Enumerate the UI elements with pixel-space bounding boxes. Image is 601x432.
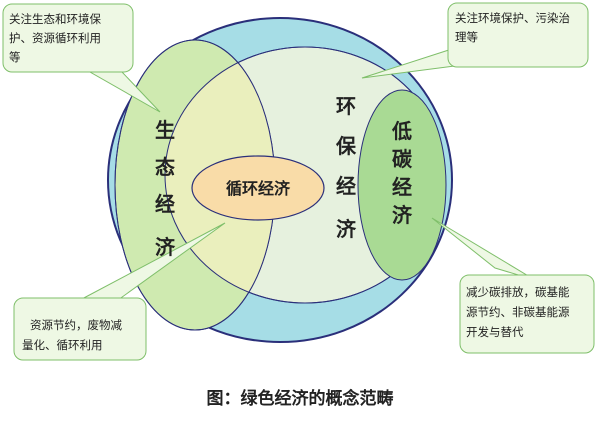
- figure-caption: 图：绿色经济的概念范畴: [207, 388, 394, 409]
- callout-line: 量化、循环利用: [22, 338, 103, 352]
- callout-line: 理等: [455, 30, 478, 44]
- label-char: 济: [392, 203, 413, 227]
- callout-text-ecological: 关注生态和环境保 护、资源循环利用 等: [9, 12, 105, 64]
- callout-line: 资源节约，废物减: [30, 318, 122, 332]
- label-low-carbon-economy: 低 碳 经 济: [391, 119, 419, 227]
- label-char: 生: [155, 118, 175, 142]
- callout-text-circular: 资源节约，废物减 量化、循环利用: [22, 318, 126, 352]
- callout-text-low-carbon: 减少碳排放，碳基能 源节约、非碳基能源 开发与替代: [466, 285, 573, 339]
- label-ecological-economy: 生 态 经 济: [155, 118, 182, 259]
- callout-pointer-low-carbon: [431, 217, 536, 281]
- callout-box-low-carbon: [459, 274, 595, 354]
- callout-line: 等: [9, 50, 21, 64]
- callout-line: 减少碳排放，碳基能: [466, 285, 570, 299]
- callout-text-environmental: 关注环境保护、污染治 理等: [455, 11, 574, 44]
- label-char: 保: [335, 134, 357, 158]
- callout-box-circular: [13, 297, 147, 361]
- label-circular-economy: 循环经济: [226, 179, 291, 198]
- callout-box-environmental: [447, 2, 589, 68]
- callout-line: 关注环境保护、污染治: [455, 11, 570, 25]
- low-carbon-economy-region: [357, 89, 447, 281]
- label-char: 经: [336, 174, 356, 198]
- label-char: 济: [155, 235, 176, 259]
- callout-line: 关注生态和环境保: [9, 12, 101, 26]
- label-char: 态: [155, 155, 175, 179]
- ecology-environment-intersection: [165, 47, 275, 303]
- label-char: 环: [336, 94, 356, 118]
- callout-line: 源节约、非碳基能源: [466, 305, 570, 319]
- label-char: 经: [392, 175, 412, 199]
- label-char: 低: [391, 119, 412, 143]
- callout-box-ecological: [2, 3, 134, 73]
- callout-line: 护、资源循环利用: [9, 31, 101, 45]
- label-char: 经: [155, 192, 175, 216]
- circular-economy-region: [191, 155, 325, 221]
- label-char: 济: [336, 217, 357, 241]
- label-environmental-economy: 环 保 经 济: [335, 94, 363, 241]
- label-char: 碳: [392, 147, 413, 171]
- callout-line: 开发与替代: [466, 325, 524, 339]
